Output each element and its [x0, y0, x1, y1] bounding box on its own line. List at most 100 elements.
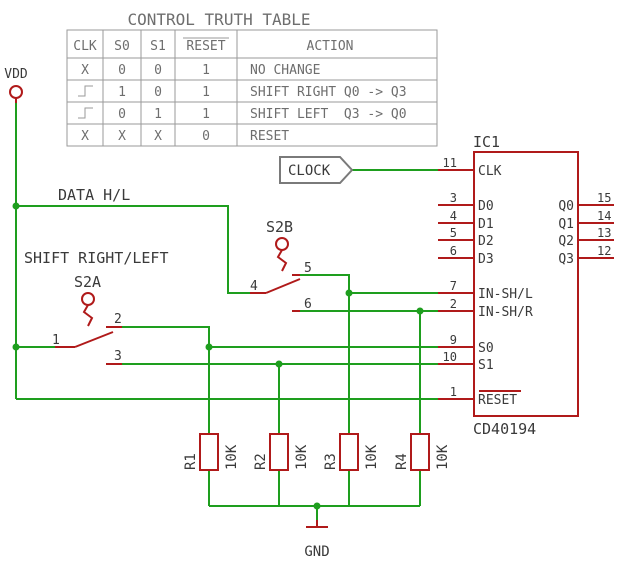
s2b-pin-6: 6 [304, 297, 312, 312]
switch-actuator-icon [81, 292, 95, 306]
gnd-label: GND [304, 544, 329, 560]
pin-name: Q2 [558, 234, 574, 249]
s2a-pin-1: 1 [52, 333, 60, 348]
truth-table: CONTROL TRUTH TABLE CLK S0 S1 RESET ACTI… [66, 10, 438, 147]
pin-name: Q3 [558, 252, 574, 267]
th-clk: CLK [73, 39, 97, 54]
pin-name: Q1 [558, 217, 574, 232]
pin-number: 12 [597, 244, 611, 258]
table-cell: X [81, 63, 89, 78]
th-s0: S0 [114, 39, 130, 54]
table-cell: RESET [250, 129, 289, 144]
switch-actuator-icon [275, 237, 289, 251]
resistor-r1: R1 10K [183, 433, 240, 471]
truth-table-title: CONTROL TRUTH TABLE [127, 10, 310, 29]
th-reset: RESET [186, 39, 225, 54]
rising-edge-icon [78, 107, 93, 119]
pin-number: 4 [450, 209, 457, 223]
ic-part: CD40194 [473, 420, 536, 438]
resistor-r3: R3 10K [323, 433, 380, 471]
pin-name: IN-SH/R [478, 305, 533, 320]
table-cell: 0 [154, 63, 162, 78]
pin-name: D2 [478, 234, 494, 249]
ic1: IC1 CD40194 11 3 4 5 6 7 2 9 10 1 CLK D0… [438, 133, 614, 438]
s2b-pin-4: 4 [250, 279, 258, 294]
pin-name: D1 [478, 217, 494, 232]
s2b-pin-5: 5 [304, 261, 312, 276]
clock-port-icon [279, 156, 354, 184]
pin-number: 5 [450, 226, 457, 240]
clock-label: CLOCK [288, 163, 331, 179]
th-s1: S1 [150, 39, 166, 54]
ic-body [473, 151, 579, 417]
resistor-r2: R2 10K [253, 433, 310, 471]
table-cell: X [154, 129, 162, 144]
resistor-value: 10K [435, 444, 451, 470]
resistor-value: 10K [364, 444, 380, 470]
pin-number: 13 [597, 226, 611, 240]
table-cell: 1 [202, 85, 210, 100]
resistor-ref: R3 [323, 453, 339, 470]
ic-ref: IC1 [473, 133, 500, 151]
switch-s2b: S2B 4 5 6 [250, 218, 312, 312]
clock-port: CLOCK [279, 156, 354, 184]
in-sh-l-wire [300, 274, 438, 294]
switch-lever-icon [265, 278, 301, 294]
s0-wire [122, 326, 438, 348]
s2a-label: S2A [74, 273, 101, 291]
s2a-pin-3: 3 [114, 349, 122, 364]
pin-number: 6 [450, 244, 457, 258]
data-label: DATA H/L [58, 186, 130, 204]
switch-s2a: S2A 1 2 3 [52, 273, 122, 365]
resistor-value: 10K [224, 444, 240, 470]
resistor-value: 10K [294, 444, 310, 470]
table-cell: SHIFT LEFT Q3 -> Q0 [250, 107, 407, 122]
pin-number: 1 [450, 385, 457, 399]
data-wire [16, 205, 250, 294]
ground: GND [304, 520, 330, 560]
rising-edge-icon [78, 85, 93, 97]
pin-number: 9 [450, 333, 457, 347]
vdd-label: VDD [4, 67, 28, 82]
resistor-ref: R2 [253, 453, 269, 470]
table-cell: 1 [202, 63, 210, 78]
s2b-label: S2B [266, 218, 293, 236]
table-cell: 1 [154, 107, 162, 122]
table-cell: SHIFT RIGHT Q0 -> Q3 [250, 85, 407, 100]
s2a-pin-2: 2 [114, 312, 122, 327]
table-cell: 0 [118, 107, 126, 122]
table-cell: 0 [202, 129, 210, 144]
table-cell: 1 [202, 107, 210, 122]
table-cell: X [81, 129, 89, 144]
pin-name: S1 [478, 358, 494, 373]
table-cell: 0 [118, 63, 126, 78]
table-cell: 1 [118, 85, 126, 100]
shift-label: SHIFT RIGHT/LEFT [24, 249, 169, 267]
pin-name: D0 [478, 199, 494, 214]
pin-name: CLK [478, 164, 502, 179]
pin-name: Q0 [558, 199, 574, 214]
pin-name: S0 [478, 341, 494, 356]
pin-number: 15 [597, 191, 611, 205]
pin-name: D3 [478, 252, 494, 267]
table-cell: NO CHANGE [250, 63, 320, 78]
table-cell: 0 [154, 85, 162, 100]
table-cell: X [118, 129, 126, 144]
resistor-ref: R4 [394, 453, 410, 470]
pin-number: 2 [450, 297, 457, 311]
pin-name: RESET [478, 393, 517, 408]
vdd-terminal-icon [9, 85, 23, 99]
pin-number: 14 [597, 209, 611, 223]
vdd-supply: VDD [4, 67, 28, 103]
resistor-ref: R1 [183, 453, 199, 470]
junctions [12, 202, 424, 510]
pin-number: 3 [450, 191, 457, 205]
resistor-icon [339, 433, 359, 471]
pin-name: IN-SH/L [478, 287, 533, 302]
truth-table-border [66, 29, 438, 147]
th-action: ACTION [307, 39, 354, 54]
pin-number: 11 [443, 156, 457, 170]
switch-lever-icon [74, 331, 114, 348]
pin-number: 10 [443, 350, 457, 364]
